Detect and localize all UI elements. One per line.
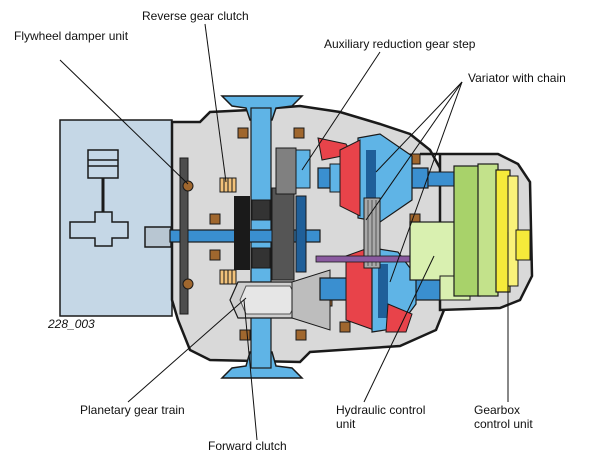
flywheel-damper bbox=[179, 157, 194, 315]
label-flywheel-damper-unit: Flywheel damper unit bbox=[14, 29, 129, 43]
label-reverse-gear-clutch: Reverse gear clutch bbox=[142, 9, 249, 23]
reverse-clutch-pack bbox=[219, 177, 237, 285]
label-variator-with-chain: Variator with chain bbox=[468, 71, 566, 85]
label-forward-clutch: Forward clutch bbox=[208, 439, 287, 453]
label-hydraulic-control-unit-line2: unit bbox=[336, 417, 356, 431]
label-auxiliary-reduction-gear-step: Auxiliary reduction gear step bbox=[324, 37, 476, 51]
gearbox-control-unit bbox=[453, 163, 531, 297]
planetary-gear-set bbox=[234, 187, 307, 281]
variator-chain bbox=[363, 197, 381, 269]
figure-id: 228_003 bbox=[47, 317, 95, 331]
label-planetary-gear-train: Planetary gear train bbox=[80, 403, 185, 417]
leader-lines bbox=[59, 23, 509, 441]
label-gearbox-control-unit-line1: Gearbox bbox=[474, 403, 520, 417]
engine-block bbox=[59, 119, 173, 317]
label-hydraulic-control-unit-line1: Hydraulic control bbox=[336, 403, 425, 417]
auxiliary-reduction-gears bbox=[275, 147, 311, 195]
label-gearbox-control-unit-line2: control unit bbox=[474, 417, 533, 431]
